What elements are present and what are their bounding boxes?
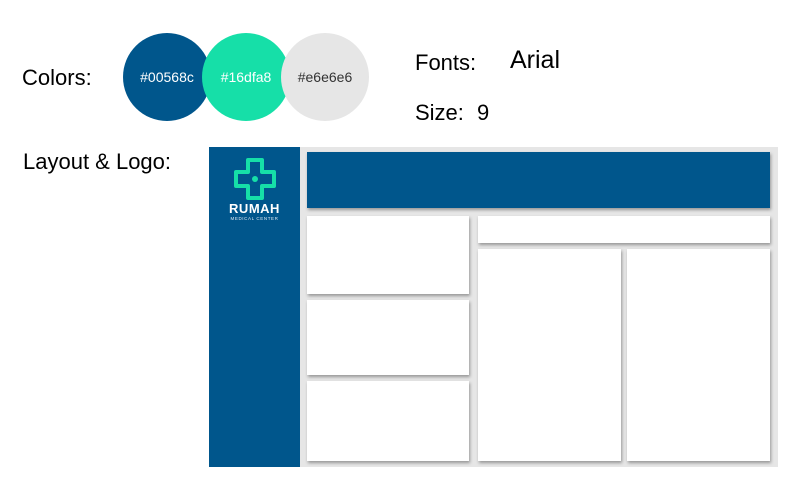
mockup-card-right-strip [478,216,770,243]
size-value: 9 [477,100,490,125]
logo-subtitle: MEDICAL CENTER [230,216,279,221]
mockup-card-right-col-1 [478,249,621,461]
layout-mockup: RUMAH MEDICAL CENTER [209,147,778,467]
color-swatch-accent-label: #16dfa8 [220,69,272,85]
medical-cross-icon [234,158,276,200]
color-swatch-primary: #00568c [123,33,211,121]
mockup-card-left-bottom [307,381,469,461]
fonts-label: Fonts: [415,50,477,75]
font-name: Arial [510,46,561,74]
color-swatch-neutral-label: #e6e6e6 [297,69,353,85]
logo-name: RUMAH [229,201,280,216]
layout-logo-label: Layout & Logo: [23,149,172,174]
mockup-card-right-col-2 [627,249,770,461]
colors-label: Colors: [22,65,92,90]
mockup-header-bar [307,152,770,208]
color-swatch-neutral: #e6e6e6 [281,33,369,121]
color-swatch-accent: #16dfa8 [202,33,290,121]
mockup-card-left-middle [307,300,469,375]
mockup-sidebar: RUMAH MEDICAL CENTER [209,147,300,467]
size-label: Size: [415,100,464,125]
color-swatch-primary-label: #00568c [140,69,194,85]
mockup-card-left-top [307,216,469,294]
